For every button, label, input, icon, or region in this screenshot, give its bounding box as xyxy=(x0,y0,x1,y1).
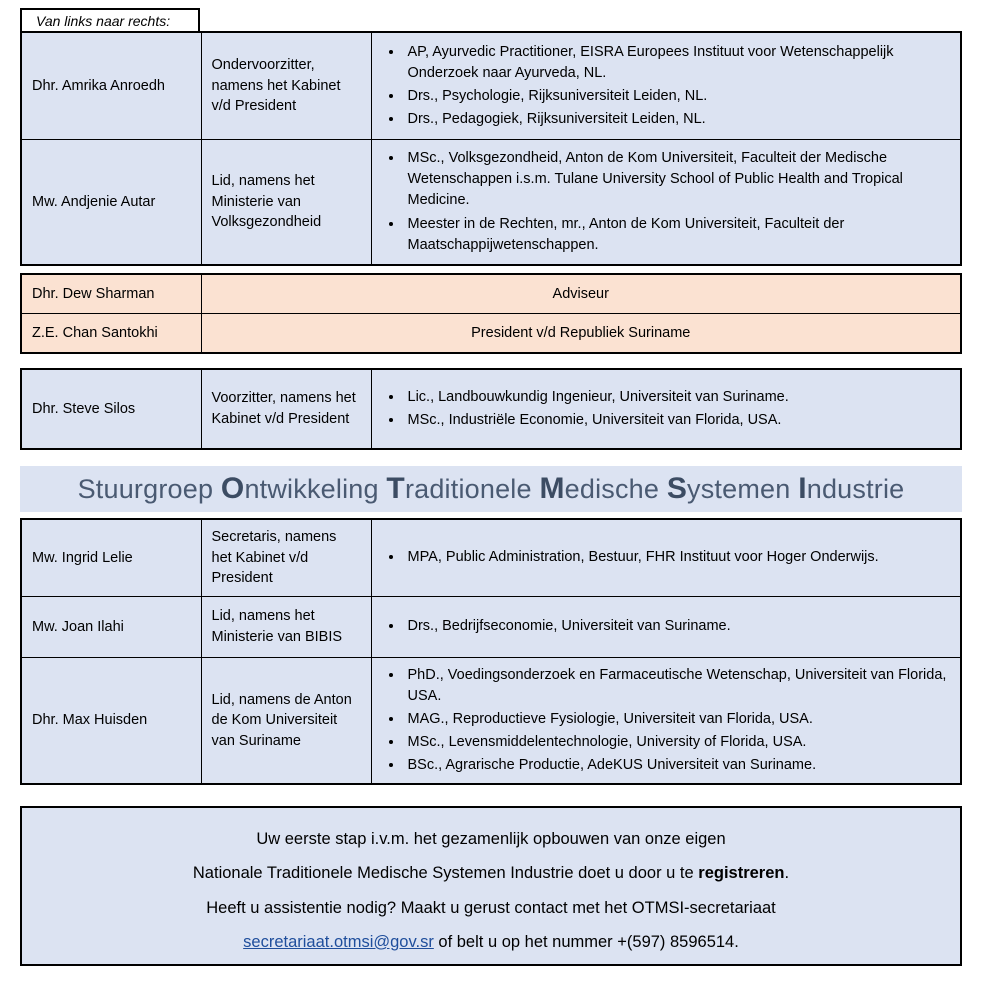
list-item: Lic., Landbouwkundig Ingenieur, Universi… xyxy=(404,387,951,408)
presidium-table: Dhr. Amrika Anroedh Ondervoorzitter, nam… xyxy=(20,31,962,266)
cta-line-1: Uw eerste stap i.v.m. het gezamenlijk op… xyxy=(256,830,726,848)
list-item: MAG., Reproductieve Fysiologie, Universi… xyxy=(404,709,951,730)
cta-line-2-prefix: Nationale Traditionele Medische Systemen… xyxy=(192,864,699,883)
call-to-action-box: Uw eerste stap i.v.m. het gezamenlijk op… xyxy=(20,806,962,966)
member-role: Ondervoorzitter, namens het Kabinet v/d … xyxy=(200,31,372,140)
list-item: Drs., Bedrijfseconomie, Universiteit van… xyxy=(404,616,951,637)
adviser-name: Z.E. Chan Santokhi xyxy=(20,313,202,354)
member-qualifications: MSc., Volksgezondheid, Anton de Kom Univ… xyxy=(370,139,962,266)
heading-capital-T: T xyxy=(386,472,405,505)
section-heading: Stuurgroep Ontwikkeling Traditionele Med… xyxy=(20,466,962,512)
heading-text-8: ystemen xyxy=(687,474,799,504)
heading-text-4: raditionele xyxy=(404,474,540,504)
table-row: Dhr. Dew Sharman Adviseur xyxy=(20,273,962,314)
list-item: AP, Ayurvedic Practitioner, EISRA Europe… xyxy=(404,42,951,84)
heading-capital-S: S xyxy=(666,472,688,505)
table-row: Mw. Andjenie Autar Lid, namens het Minis… xyxy=(20,139,962,266)
cta-line-4: secretariaat.otmsi@gov.sr of belt u op h… xyxy=(22,931,960,953)
member-name: Dhr. Max Huisden xyxy=(20,657,202,785)
heading-capital-M: M xyxy=(539,472,565,505)
member-name: Mw. Andjenie Autar xyxy=(20,139,202,266)
member-role: Lid, namens het Ministerie van BIBIS xyxy=(200,596,372,658)
list-item: MSc., Levensmiddelentechnologie, Univers… xyxy=(404,732,951,753)
heading-text-0: Stuurgroep xyxy=(77,474,221,504)
heading-capital-I: I xyxy=(798,472,807,505)
adviser-role: President v/d Republiek Suriname xyxy=(200,313,962,354)
table-row: Z.E. Chan Santokhi President v/d Republi… xyxy=(20,313,962,354)
advisers-table: Dhr. Dew Sharman Adviseur Z.E. Chan Sant… xyxy=(20,273,962,354)
cta-phone-text: of belt u op het nummer +(597) 8596514. xyxy=(433,932,739,951)
member-qualifications: PhD., Voedingsonderzoek en Farmaceutisch… xyxy=(370,657,962,785)
member-qualifications: AP, Ayurvedic Practitioner, EISRA Europe… xyxy=(370,31,962,140)
orientation-note: Van links naar rechts: xyxy=(20,8,200,32)
list-item: BSc., Agrarische Productie, AdeKUS Unive… xyxy=(404,755,951,776)
secretariat-email-link[interactable]: secretariaat.otmsi@gov.sr xyxy=(243,932,434,951)
member-name: Mw. Joan Ilahi xyxy=(20,596,202,658)
member-qualifications: Lic., Landbouwkundig Ingenieur, Universi… xyxy=(370,368,962,450)
member-name: Dhr. Steve Silos xyxy=(20,368,202,450)
list-item: Meester in de Rechten, mr., Anton de Kom… xyxy=(404,214,951,256)
list-item: MSc., Industriële Economie, Universiteit… xyxy=(404,410,951,431)
adviser-role: Adviseur xyxy=(200,273,962,314)
stuurgroep-table: Mw. Ingrid Lelie Secretaris, namens het … xyxy=(20,518,962,786)
cta-line-2-suffix: . xyxy=(784,864,790,883)
heading-text-2: ntwikkeling xyxy=(244,474,387,504)
list-item: Drs., Pedagogiek, Rijksuniversiteit Leid… xyxy=(404,109,951,130)
table-row: Dhr. Steve Silos Voorzitter, namens het … xyxy=(20,368,962,450)
adviser-name: Dhr. Dew Sharman xyxy=(20,273,202,314)
chair-table: Dhr. Steve Silos Voorzitter, namens het … xyxy=(20,368,962,450)
member-qualifications: Drs., Bedrijfseconomie, Universiteit van… xyxy=(370,596,962,658)
cta-line-3: Heeft u assistentie nodig? Maakt u gerus… xyxy=(206,898,776,917)
member-role: Lid, namens de Anton de Kom Universiteit… xyxy=(200,657,372,785)
table-row: Dhr. Max Huisden Lid, namens de Anton de… xyxy=(20,657,962,785)
list-item: MSc., Volksgezondheid, Anton de Kom Univ… xyxy=(404,148,951,211)
list-item: Drs., Psychologie, Rijksuniversiteit Lei… xyxy=(404,86,951,107)
member-qualifications: MPA, Public Administration, Bestuur, FHR… xyxy=(370,518,962,597)
list-item: PhD., Voedingsonderzoek en Farmaceutisch… xyxy=(404,665,951,707)
table-row: Dhr. Amrika Anroedh Ondervoorzitter, nam… xyxy=(20,31,962,140)
heading-text-6: edische xyxy=(564,474,667,504)
table-row: Mw. Joan Ilahi Lid, namens het Ministeri… xyxy=(20,596,962,658)
member-name: Mw. Ingrid Lelie xyxy=(20,518,202,597)
cta-register-emphasis: registreren xyxy=(698,864,785,883)
heading-text-10: ndustrie xyxy=(806,474,905,504)
member-name: Dhr. Amrika Anroedh xyxy=(20,31,202,140)
member-role: Secretaris, namens het Kabinet v/d Presi… xyxy=(200,518,372,597)
list-item: MPA, Public Administration, Bestuur, FHR… xyxy=(404,547,951,568)
table-row: Mw. Ingrid Lelie Secretaris, namens het … xyxy=(20,518,962,597)
cta-line-2: Nationale Traditionele Medische Systemen… xyxy=(22,862,960,884)
member-role: Voorzitter, namens het Kabinet v/d Presi… xyxy=(200,368,372,450)
heading-capital-O: O xyxy=(220,472,245,505)
member-role: Lid, namens het Ministerie van Volksgezo… xyxy=(200,139,372,266)
